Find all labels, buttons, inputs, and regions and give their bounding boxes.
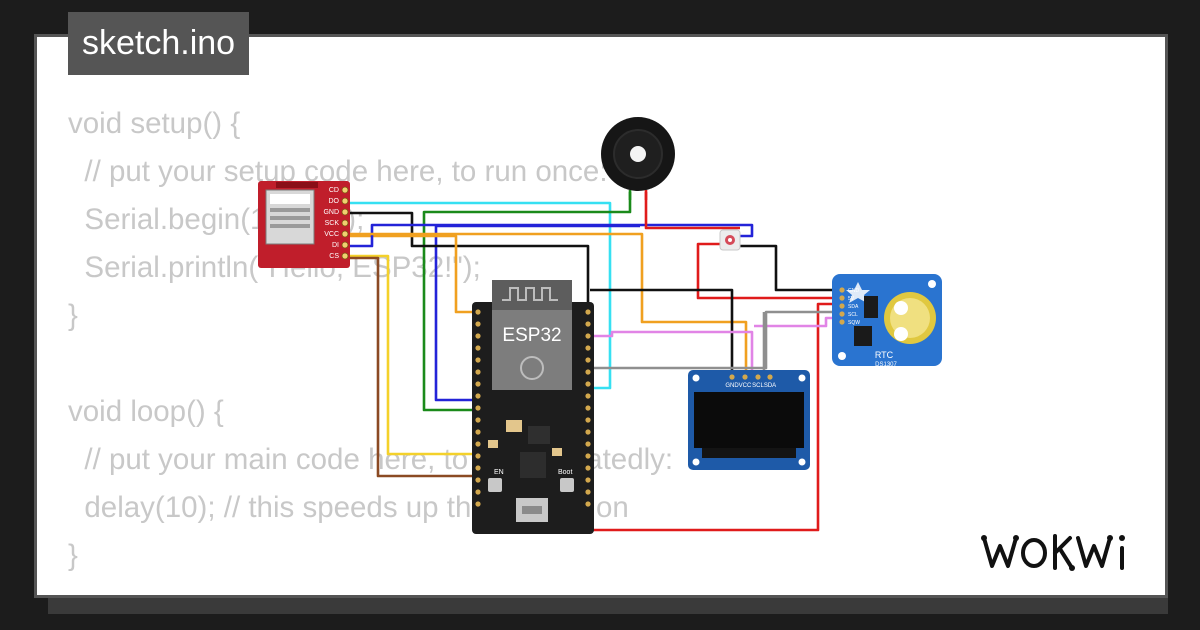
rtc-label: RTC: [875, 350, 894, 360]
wire-orange-1: [346, 234, 476, 314]
sd-pin-label: DO: [329, 198, 340, 205]
rtc-pin-label: SDA: [848, 304, 859, 310]
sd-pin-label: VCC: [324, 231, 339, 238]
wire-yellow: [346, 254, 476, 456]
code-line: }: [68, 539, 78, 572]
code-line: // put your setup code here, to run once…: [68, 155, 608, 188]
rgb-led[interactable]: [719, 229, 741, 251]
oled-pin-label: VCC: [739, 383, 752, 389]
en-button-label: EN: [494, 469, 504, 476]
oled-pin-label: GND: [725, 383, 739, 389]
wire-green: [422, 192, 632, 412]
code-line: }: [68, 299, 78, 332]
rtc-module[interactable]: RTC DS1307 GND 5V SDA SCL SQW: [832, 274, 942, 368]
wire-black-2: [590, 288, 734, 378]
oled-display[interactable]: GND VCC SCL SDA: [688, 370, 810, 470]
rtc-pin-label: SQW: [848, 320, 860, 326]
wire-orange-2: [346, 232, 748, 378]
wokwi-logo: [981, 534, 1125, 571]
sd-pin-label: CS: [329, 253, 339, 260]
rtc-model-label: DS1307: [875, 362, 897, 368]
wire-pink-1: [590, 330, 754, 378]
wire-red-1: [644, 192, 740, 230]
wire-red-2: [696, 242, 840, 300]
wire-cyan: [346, 201, 612, 390]
rtc-pin-label: GND: [848, 288, 860, 294]
wire-blue-2: [346, 223, 754, 248]
wire-black-buzzer: [346, 211, 590, 310]
rtc-pin-label: SCL: [848, 312, 858, 318]
buzzer[interactable]: [601, 117, 675, 200]
wires: [346, 192, 840, 532]
boot-button-label: Boot: [558, 469, 572, 476]
wire-gray-1: [590, 310, 840, 370]
oled-pin-label: SCL: [752, 383, 764, 389]
sd-pin-label: SCK: [325, 220, 340, 227]
file-tab[interactable]: sketch.ino: [68, 12, 250, 75]
sd-pin-label: CD: [329, 187, 339, 194]
rtc-pin-label: 5V: [848, 296, 855, 302]
code-line: void loop() {: [68, 395, 224, 428]
sd-pin-label: DI: [332, 242, 339, 249]
simulation-canvas[interactable]: [34, 34, 1168, 598]
esp32-label: ESP32: [502, 325, 561, 346]
wire-black-rtc: [738, 244, 840, 292]
code-line: void setup() {: [68, 107, 241, 140]
oled-pin-label: SDA: [764, 383, 776, 389]
sd-pin-label: GND: [323, 209, 339, 216]
wire-brown: [346, 256, 476, 478]
esp32-board[interactable]: ESP32 EN Boot: [472, 280, 594, 534]
microsd-module[interactable]: CD DO GND SCK VCC DI CS: [258, 181, 350, 268]
